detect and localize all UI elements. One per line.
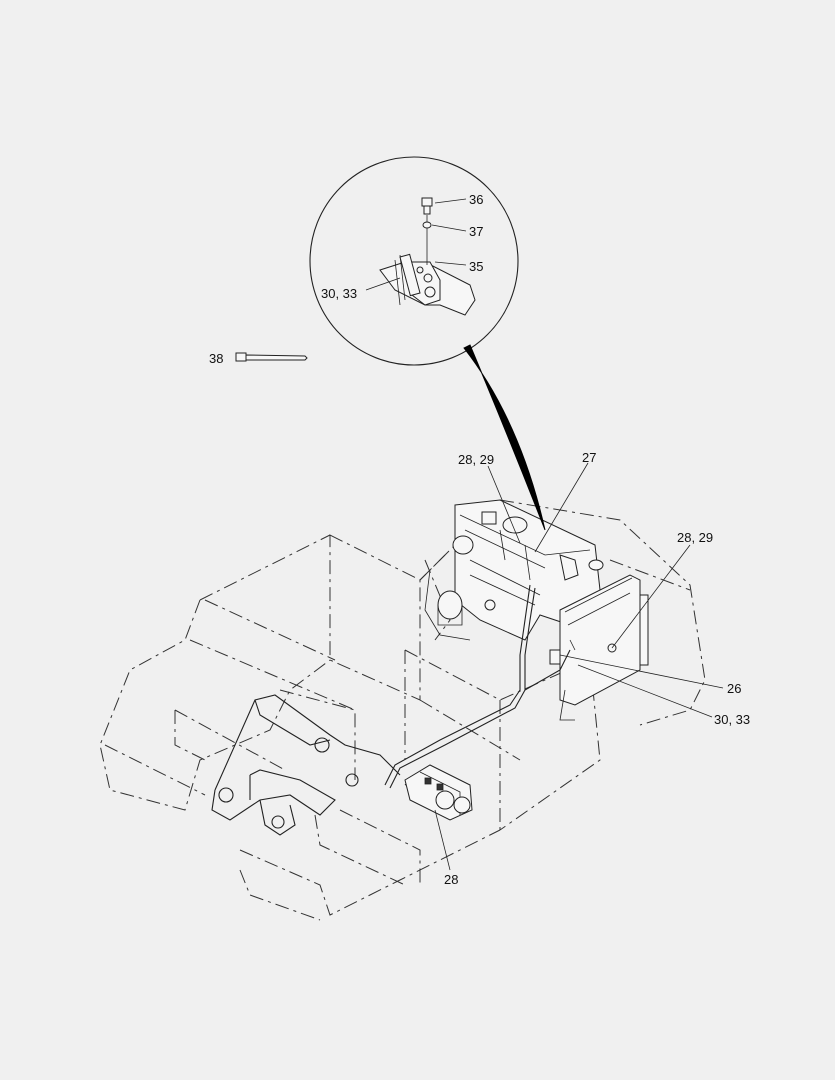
callout-28: 28 [444, 872, 458, 887]
engine-assembly [424, 499, 604, 641]
callout-37: 37 [469, 224, 483, 239]
callout-30-33-detail: 30, 33 [321, 286, 357, 301]
leader-lines [365, 198, 724, 871]
callout-labels: 36 37 35 30, 33 38 28, 29 27 28, 29 26 3… [209, 192, 750, 887]
callout-28-29-right: 28, 29 [677, 530, 713, 545]
detail-view [309, 156, 546, 531]
machine-frame-phantom [99, 499, 706, 921]
callout-30-33-right: 30, 33 [714, 712, 750, 727]
callout-35: 35 [469, 259, 483, 274]
callout-28-29-top: 28, 29 [458, 452, 494, 467]
callout-26: 26 [727, 681, 741, 696]
callout-38: 38 [209, 351, 223, 366]
electrical-module-28 [404, 764, 473, 821]
callout-36: 36 [469, 192, 483, 207]
callout-27: 27 [582, 450, 596, 465]
loader-arm [211, 694, 401, 836]
cable-tie-38 [235, 352, 308, 362]
